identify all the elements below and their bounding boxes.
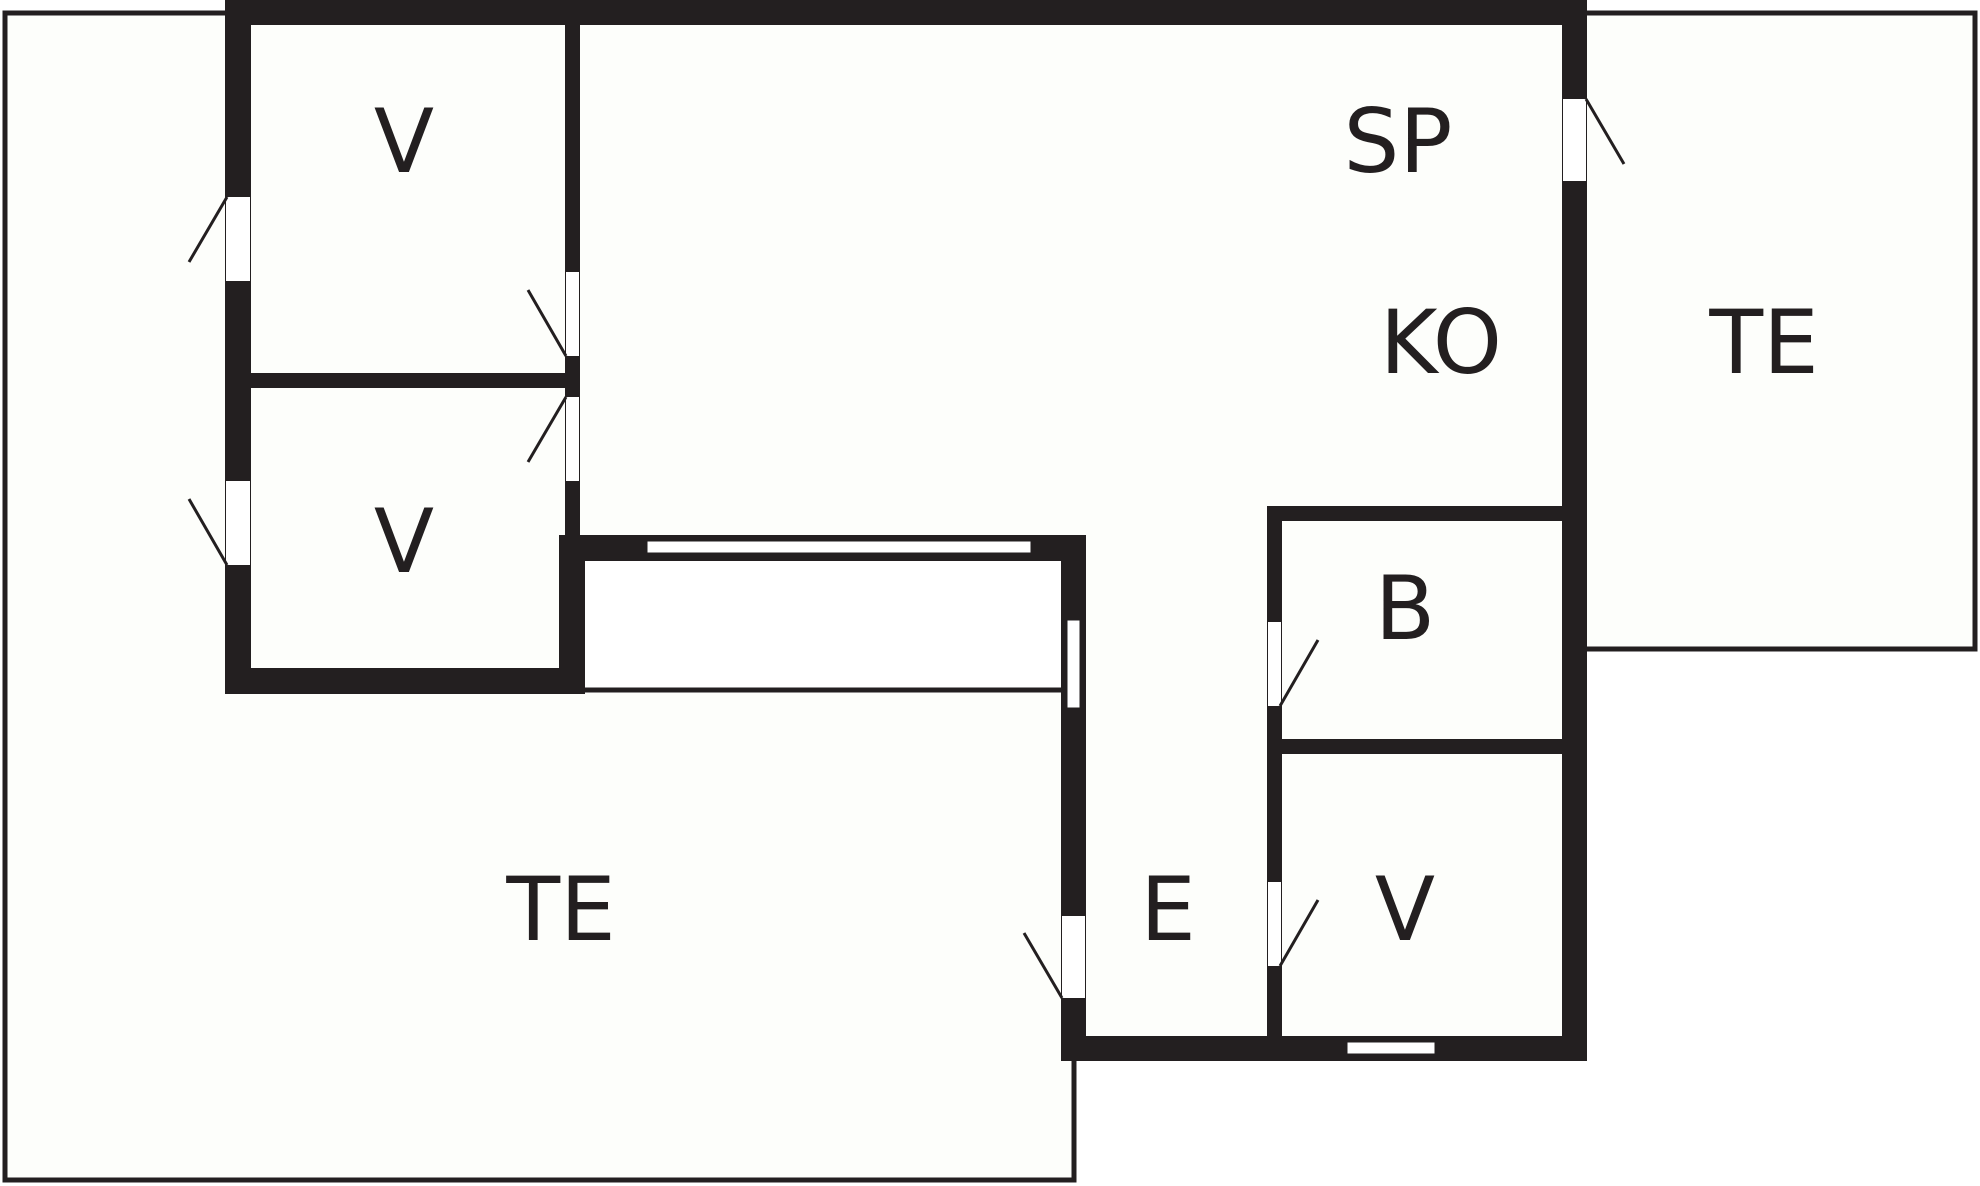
room-label-sp: SP [1344, 90, 1453, 193]
windows [644, 538, 1438, 1057]
room-label-terrace-left: TE [505, 858, 615, 961]
room-label-bedroom-top: V [374, 90, 434, 193]
door-swing [1584, 98, 1626, 165]
door-swing [1278, 639, 1320, 707]
terrace-right-area [1572, 10, 1978, 652]
room-label-bedroom-bottom: V [1375, 858, 1435, 961]
door-swing [526, 396, 568, 463]
door-swing [1278, 899, 1320, 967]
room-label-ko: KO [1380, 291, 1502, 394]
window-top [644, 538, 1034, 556]
door-openings [226, 99, 1586, 998]
door-swing [1022, 932, 1064, 999]
room-label-bedroom-mid: V [374, 490, 434, 593]
door-swing [526, 289, 568, 357]
door-swing [187, 196, 229, 263]
room-label-hall: E [1140, 858, 1196, 961]
window-right [1064, 617, 1083, 711]
door-swing [187, 498, 229, 566]
room-label-bathroom: B [1375, 557, 1435, 660]
door-swings [187, 98, 1626, 999]
window-bottom [1344, 1039, 1438, 1057]
room-label-terrace-right: TE [1708, 291, 1818, 394]
